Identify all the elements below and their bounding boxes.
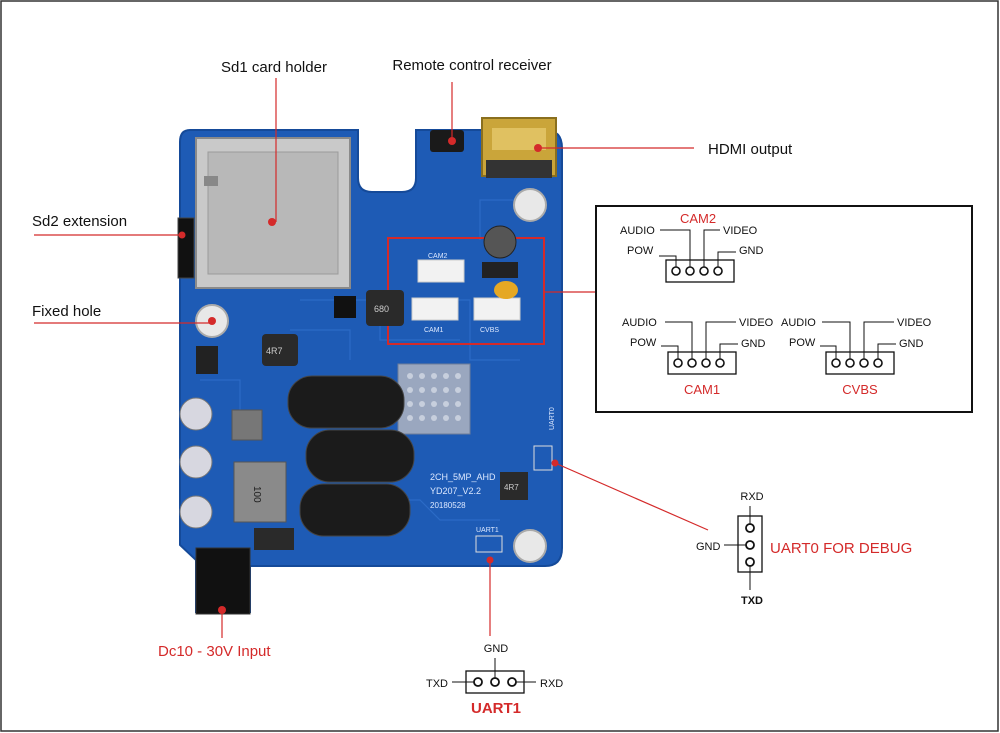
inductor-4r7-b: [500, 472, 528, 500]
label-remote-receiver: Remote control receiver: [392, 57, 551, 74]
capacitor-silver: [179, 445, 213, 479]
cvbs-video: VIDEO: [897, 317, 932, 329]
label-hdmi-output: HDMI output: [708, 141, 793, 158]
cvbs-connector: [473, 297, 521, 321]
dc-jack: [195, 547, 251, 615]
bulk-capacitor: [305, 429, 415, 483]
cam1-title: CAM1: [684, 382, 720, 397]
pcb-board: CAM2 CAM1 CVBS 680 4R7 100: [177, 117, 563, 615]
cvbs-pow: POW: [789, 337, 816, 349]
uart0-pads: [533, 445, 553, 471]
silk-model2: YD207_V2.2: [430, 486, 481, 496]
silk-680: 680: [374, 304, 389, 314]
uart0-pinout: RXD GND TXD UART0 FOR DEBUG: [696, 491, 912, 607]
cvbs-title: CVBS: [842, 382, 878, 397]
silk-4r7-b: 4R7: [504, 483, 519, 492]
inductor-100: [233, 461, 287, 523]
silk-cvbs: CVBS: [480, 327, 499, 334]
label-sd1-card-holder: Sd1 card holder: [221, 59, 327, 76]
cvbs-audio: AUDIO: [781, 317, 816, 329]
label-fixed-hole: Fixed hole: [32, 303, 101, 320]
capacitor-silver: [179, 397, 213, 431]
pinout-box: [595, 205, 973, 413]
diode: [254, 528, 294, 550]
cam2-pinout: CAM2 AUDIO POW VIDEO GND: [620, 211, 764, 283]
silk-date: 20180528: [430, 501, 466, 510]
bulk-capacitor: [299, 483, 411, 537]
silk-uart1: UART1: [476, 527, 499, 534]
uart1-title: UART1: [471, 700, 521, 717]
cam1-connector: [411, 297, 459, 321]
regulator: [196, 346, 218, 374]
silk-cam2: CAM2: [428, 253, 448, 260]
capacitor: [483, 225, 517, 259]
tantalum-cap: [494, 281, 518, 299]
cam2-audio: AUDIO: [620, 225, 655, 237]
cam2-video: VIDEO: [723, 225, 758, 237]
cam1-pow: POW: [630, 337, 657, 349]
inductor-4r7: [262, 334, 298, 366]
silk-100: 100: [251, 486, 262, 503]
uart1-pinout: GND TXD RXD UART1: [426, 643, 563, 717]
uart0-rxd: RXD: [740, 491, 763, 503]
ir-receiver: [430, 130, 464, 152]
cvbs-pinout: AUDIO POW VIDEO GND CVBS: [781, 317, 932, 397]
inductor-680: [366, 290, 404, 326]
uart1-pads: [475, 535, 503, 553]
sd2-extension-header: [177, 217, 195, 279]
cam2-pow: POW: [627, 245, 654, 257]
silk-cam1: CAM1: [424, 327, 444, 334]
ic-chip: [334, 296, 356, 318]
uart0-txd: TXD: [741, 595, 763, 607]
mount-hole: [513, 188, 547, 222]
cvbs-gnd: GND: [899, 338, 924, 350]
cam1-gnd: GND: [741, 338, 766, 350]
silk-model1: 2CH_5MP_AHD: [430, 472, 496, 482]
leader-lines: [34, 78, 709, 638]
uart1-rxd: RXD: [540, 678, 563, 690]
silk-4r7: 4R7: [266, 346, 283, 356]
cam1-audio: AUDIO: [622, 317, 657, 329]
uart0-title: UART0 FOR DEBUG: [770, 540, 912, 557]
inductor-small: [231, 409, 263, 441]
leader-uart0: [554, 462, 709, 531]
cam1-video: VIDEO: [739, 317, 774, 329]
bulk-capacitor: [287, 375, 405, 429]
uart1-gnd: GND: [484, 643, 509, 655]
mount-hole: [513, 529, 547, 563]
uart0-gnd: GND: [696, 541, 721, 553]
silk-uart0: UART0: [549, 407, 556, 430]
uart1-txd: TXD: [426, 678, 448, 690]
cam2-title: CAM2: [680, 211, 716, 226]
cam1-pinout: AUDIO POW VIDEO GND CAM1: [622, 317, 774, 397]
cam2-gnd: GND: [739, 245, 764, 257]
capacitor-silver: [179, 495, 213, 529]
label-sd2-extension: Sd2 extension: [32, 213, 127, 230]
label-dc-input: Dc10 - 30V Input: [158, 643, 271, 660]
cam2-connector: [417, 259, 465, 283]
